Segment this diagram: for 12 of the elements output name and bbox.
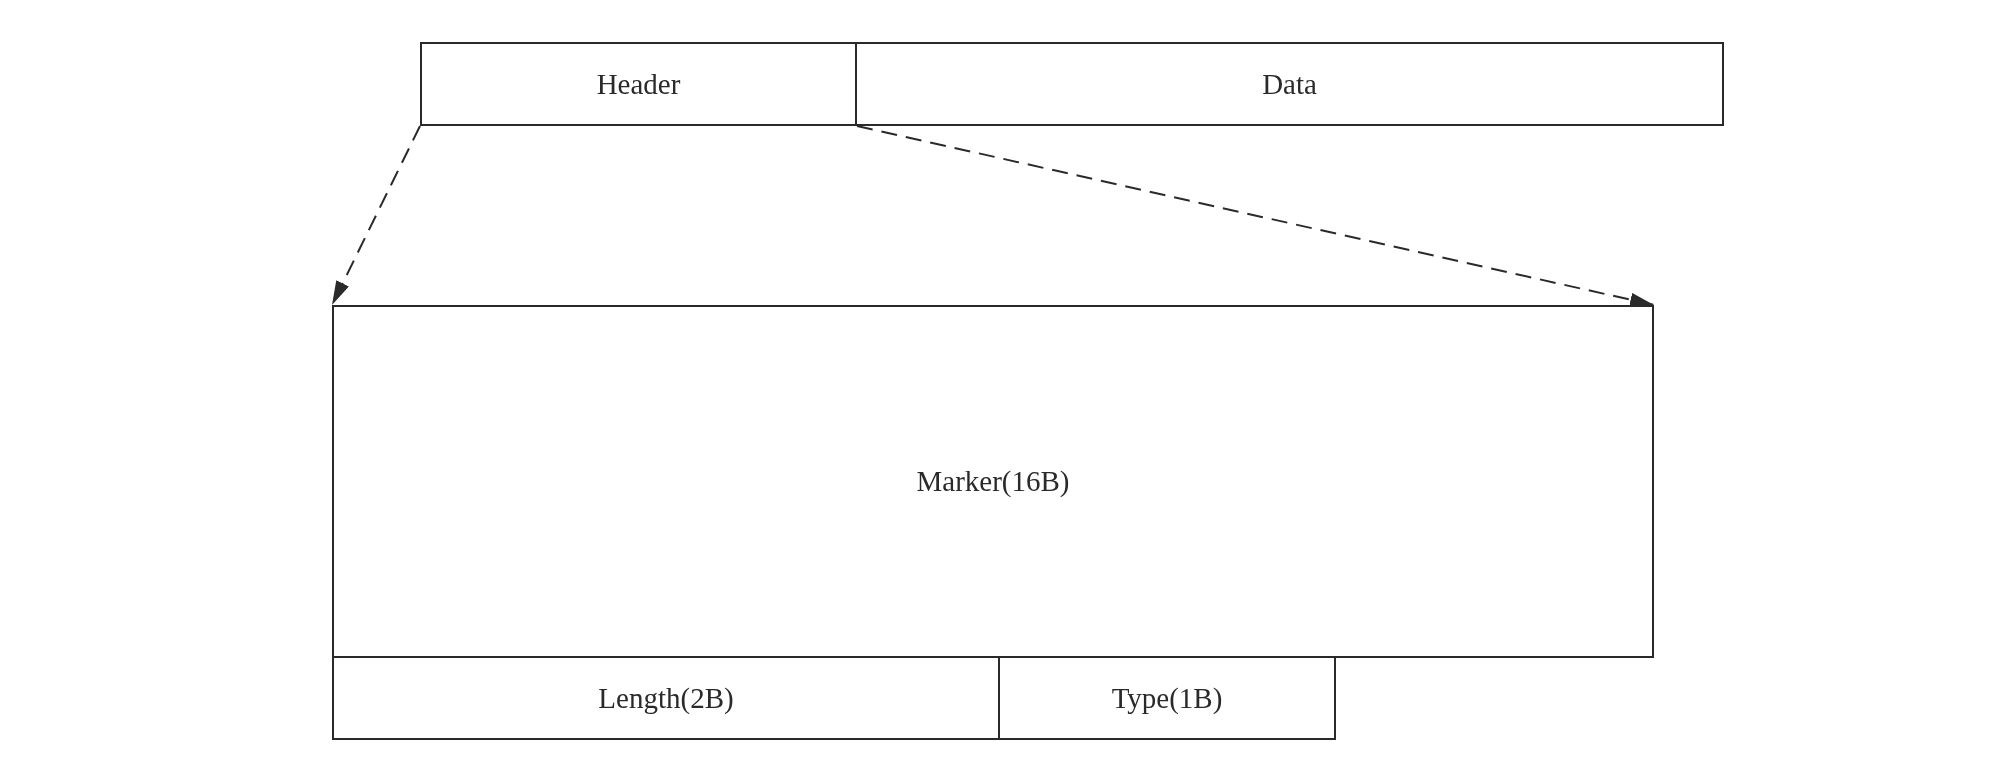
field-label: Marker(16B): [916, 464, 1070, 499]
packet-field: [420, 42, 857, 126]
field-label: Length(2B): [598, 680, 734, 716]
field-label: Type(1B): [1111, 680, 1223, 716]
field-label: Data: [1262, 66, 1317, 102]
dashed-arrow: [856, 125, 1655, 307]
packet-field: [332, 305, 1654, 658]
packet-field: [332, 656, 1000, 740]
packet-field: [855, 42, 1724, 126]
packet-field: [998, 656, 1336, 740]
field-label: Header: [596, 66, 681, 102]
dashed-arrow: [331, 125, 421, 306]
